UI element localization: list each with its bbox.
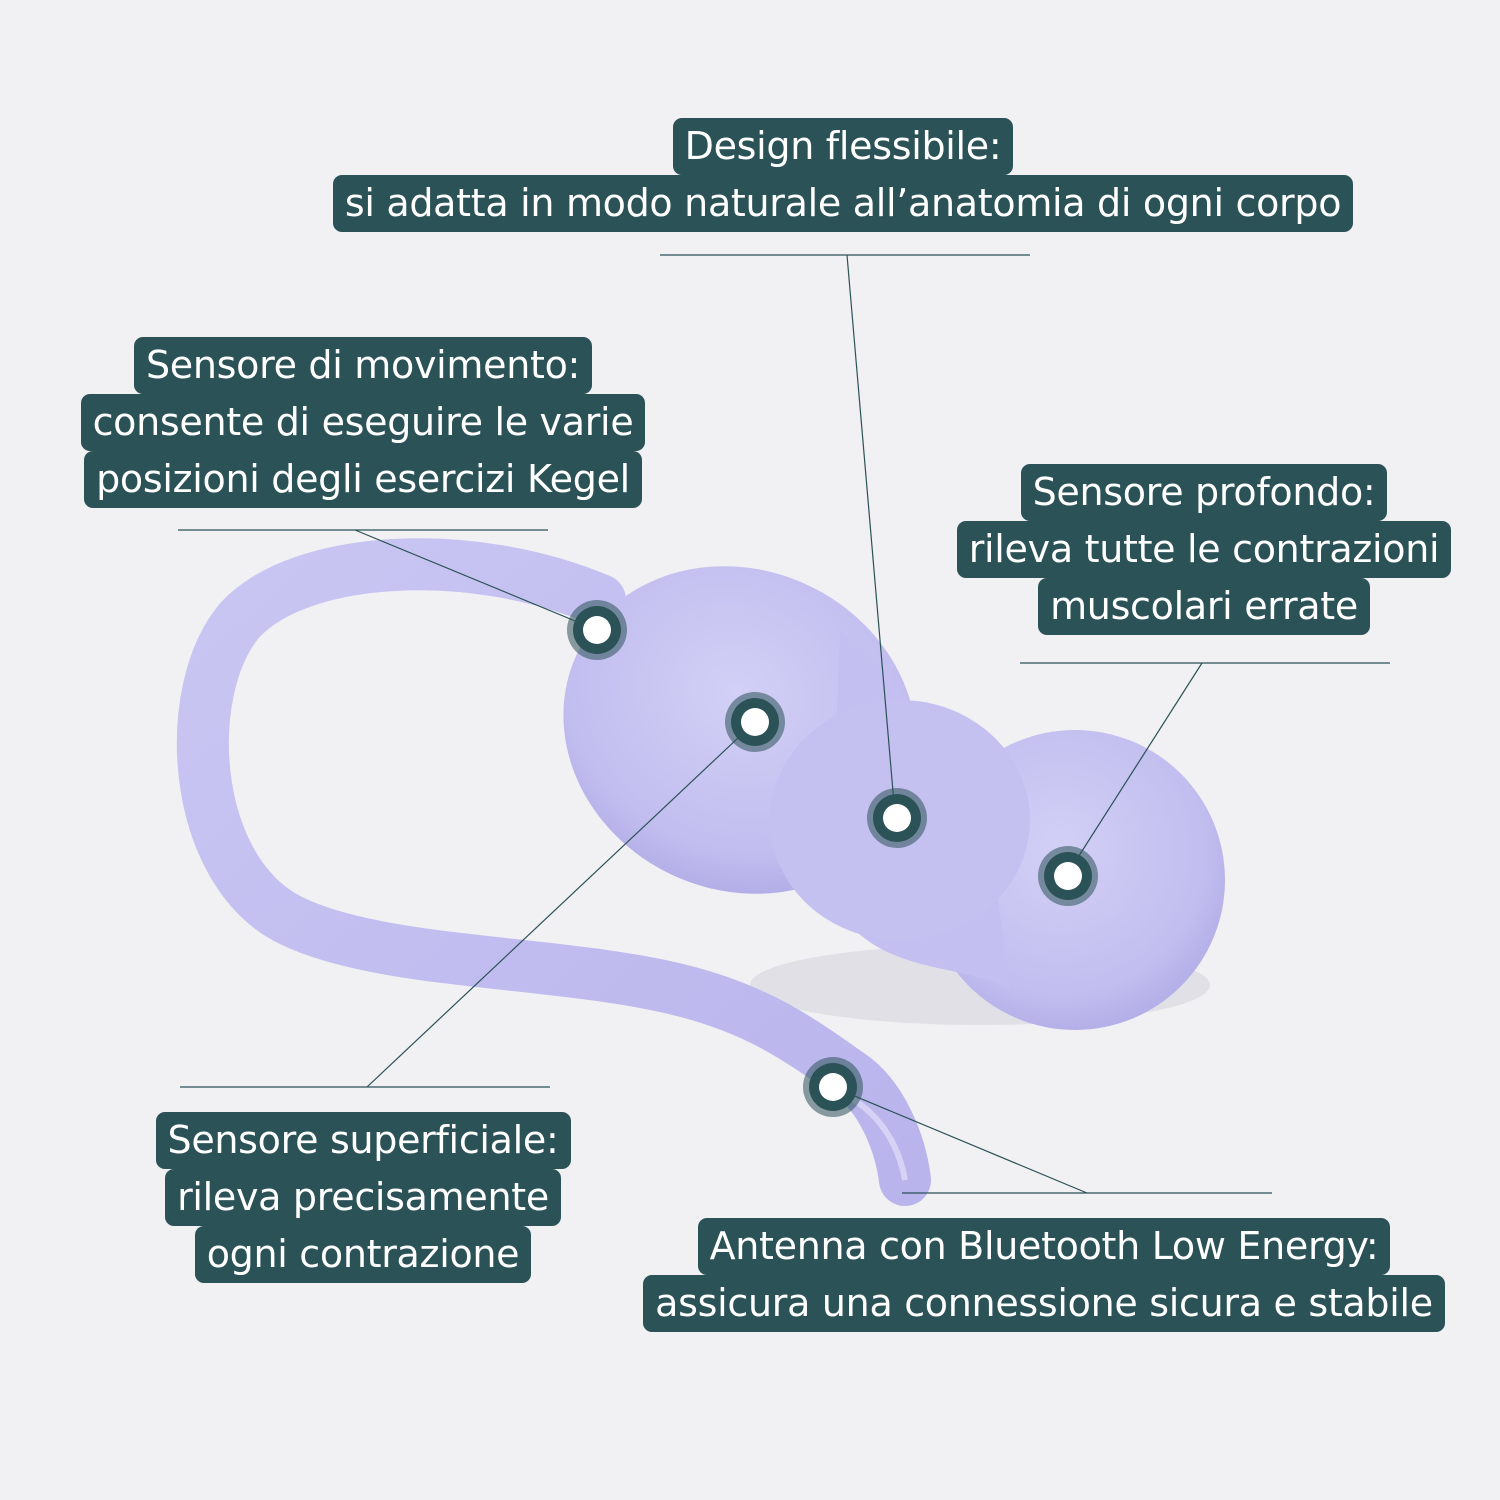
- callout-antenna-title: Antenna con Bluetooth Low Energy:: [697, 1218, 1391, 1275]
- callout-movimento-line-1: consente di eseguire le varie: [80, 394, 646, 451]
- callout-profondo: Sensore profondo: rileva tutte le contra…: [932, 464, 1476, 635]
- movimento-leader: [354, 529, 598, 631]
- superficiale-leader: [366, 721, 756, 1088]
- marker-design: [867, 788, 927, 848]
- profondo-leader: [1067, 662, 1203, 874]
- marker-profondo: [1038, 846, 1098, 906]
- marker-superficiale: [725, 692, 785, 752]
- sensor-markers: [567, 600, 1098, 1117]
- callout-profondo-line-2: muscolari errate: [1038, 578, 1370, 635]
- callout-movimento-title: Sensore di movimento:: [133, 337, 593, 394]
- callout-antenna-line-1: assicura una connessione sicura e stabil…: [643, 1275, 1445, 1332]
- callout-design-title: Design flessibile:: [672, 118, 1014, 175]
- leader-lines: [178, 254, 1390, 1194]
- callout-antenna: Antenna con Bluetooth Low Energy: assicu…: [593, 1218, 1495, 1332]
- callout-design: Design flessibile: si adatta in modo nat…: [276, 118, 1410, 232]
- marker-antenna: [803, 1057, 863, 1117]
- callout-movimento-line-2: posizioni degli esercizi Kegel: [84, 451, 642, 508]
- callout-superficiale-title: Sensore superficiale:: [155, 1112, 571, 1169]
- callout-profondo-line-1: rileva tutte le contrazioni: [956, 521, 1452, 578]
- marker-movimento: [567, 600, 627, 660]
- callout-profondo-title: Sensore profondo:: [1020, 464, 1388, 521]
- callout-movimento: Sensore di movimento: consente di esegui…: [46, 337, 680, 508]
- callout-design-line-1: si adatta in modo naturale all’anatomia …: [332, 175, 1354, 232]
- design-leader: [846, 254, 896, 816]
- callout-superficiale: Sensore superficiale: rileva precisament…: [128, 1112, 598, 1283]
- antenna-leader: [832, 1086, 1088, 1194]
- callout-superficiale-line-1: rileva precisamente: [165, 1169, 561, 1226]
- callout-superficiale-line-2: ogni contrazione: [194, 1226, 532, 1283]
